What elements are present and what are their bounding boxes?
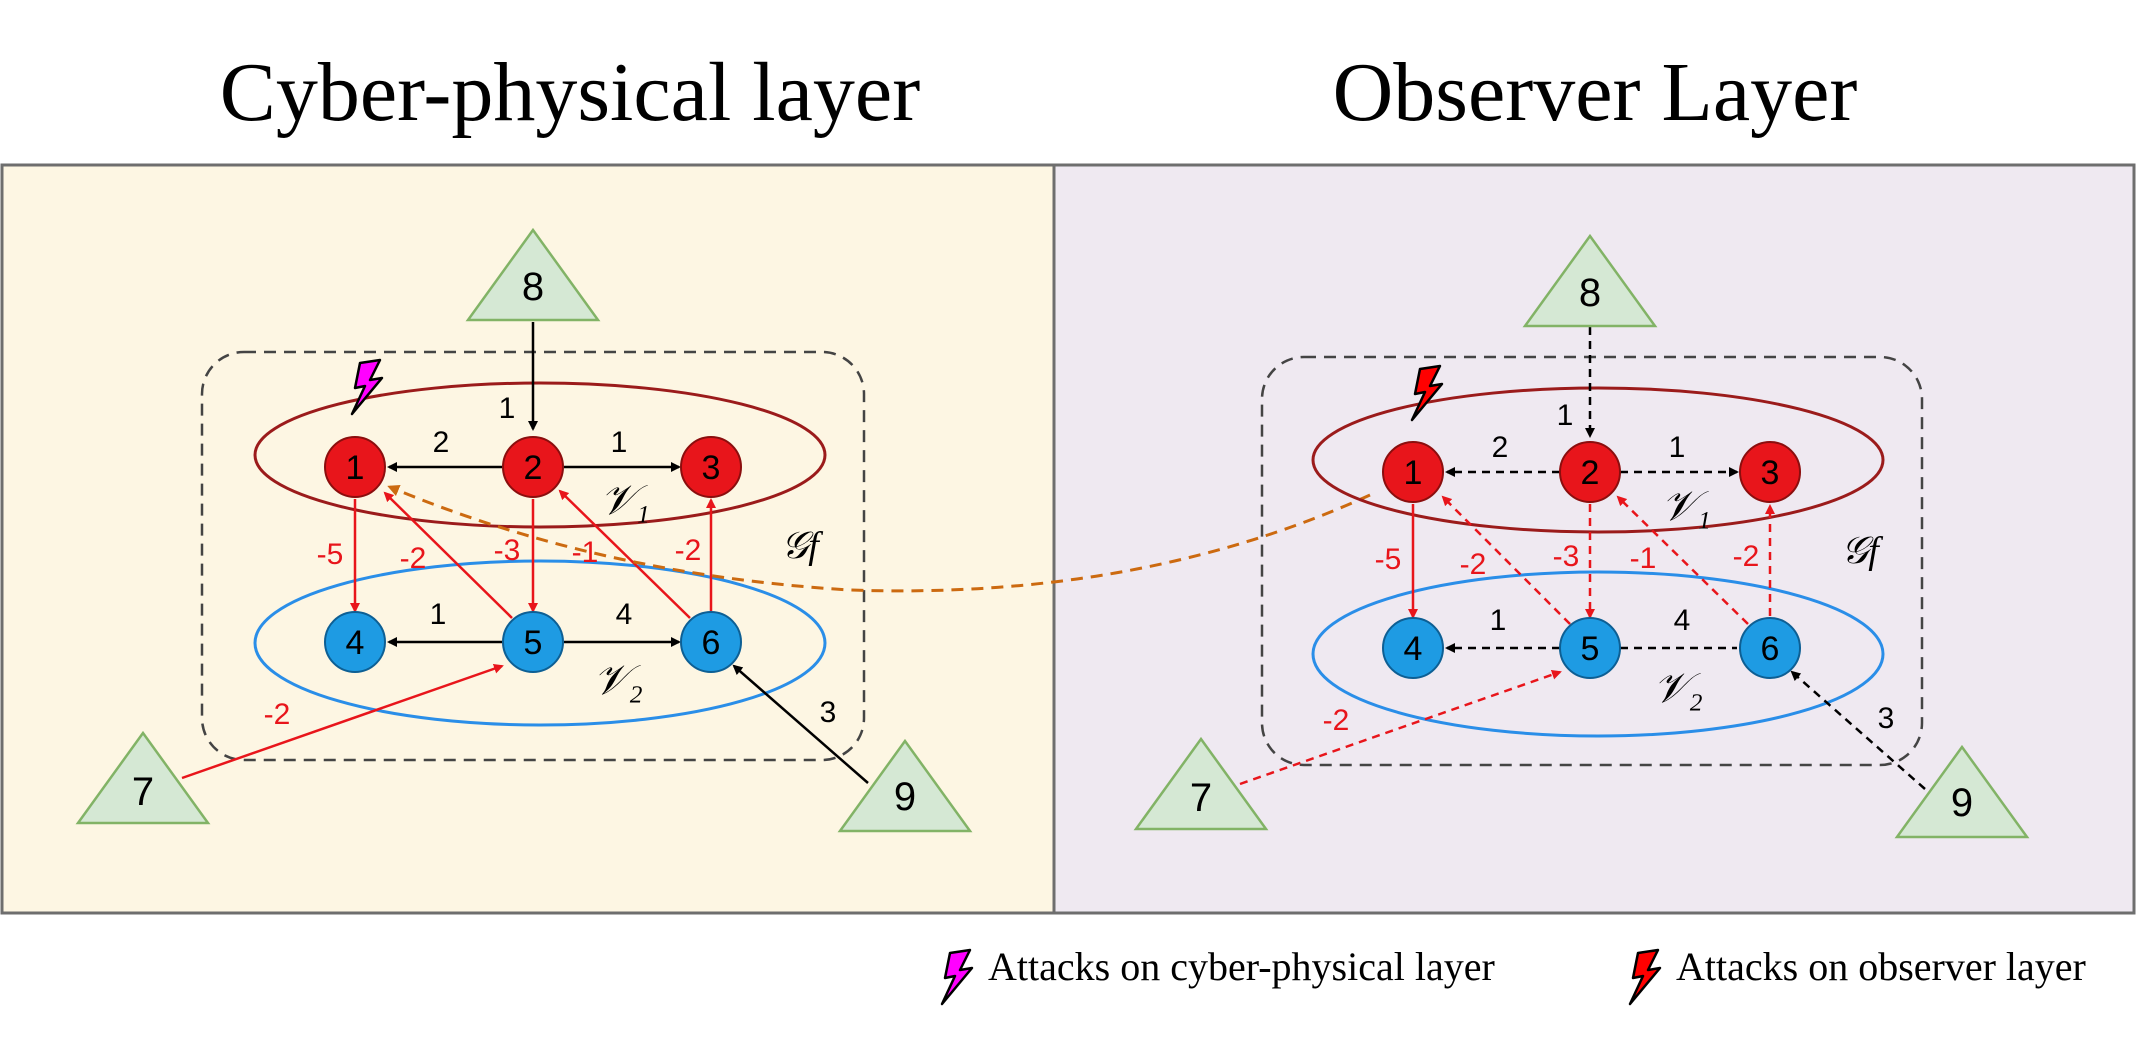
set-gf-right: 𝒢f: [1841, 530, 1883, 572]
node-2-left: 2: [502, 436, 564, 498]
weight-7-5-left: -2: [264, 698, 291, 731]
node-5-left: 5: [502, 611, 564, 673]
node-9-right: 9: [1894, 744, 2030, 839]
v2-ellipse-right: [1311, 570, 1885, 738]
svg-text:2: 2: [1581, 454, 1600, 492]
svg-text:7: 7: [1190, 776, 1212, 820]
svg-text:6: 6: [702, 624, 721, 662]
svg-text:4: 4: [346, 624, 365, 662]
edge-5-1: [383, 491, 513, 619]
set-gf-left: 𝒢f: [781, 525, 823, 567]
svg-text:6: 6: [1761, 630, 1780, 668]
svg-text:1: 1: [346, 449, 365, 487]
node-1-right: 1: [1382, 441, 1444, 503]
title-observer: Observer Layer: [1333, 46, 1858, 139]
edge-5-1-obs: [1441, 495, 1571, 625]
title-cyber-physical: Cyber-physical layer: [220, 46, 920, 139]
v1-ellipse-right: [1311, 386, 1885, 534]
weight-5-4-right: 1: [1490, 604, 1507, 637]
edge-9-6-obs: [1790, 670, 1926, 790]
weight-5-1-right: -2: [1460, 548, 1487, 581]
v1-ellipse-left: [253, 381, 827, 529]
svg-text:3: 3: [1761, 454, 1780, 492]
weight-5-4-left: 1: [430, 598, 447, 631]
edge-6-2: [558, 489, 691, 619]
set-v2-left: 𝒱₂: [593, 658, 643, 704]
svg-text:5: 5: [1581, 630, 1600, 668]
weight-6-2-right: -1: [1630, 542, 1657, 575]
node-6-left: 6: [680, 611, 742, 673]
weight-2-5-right: -3: [1553, 540, 1580, 573]
set-v1-left: 𝒱₁: [600, 478, 650, 524]
weight-6-3-right: -2: [1733, 540, 1760, 573]
legend-observer-label: Attacks on observer layer: [1676, 944, 2086, 989]
svg-text:8: 8: [522, 265, 544, 309]
weight-6-2-left: -1: [572, 536, 599, 569]
node-2-right: 2: [1559, 441, 1621, 503]
legend-cyber-label: Attacks on cyber-physical layer: [988, 944, 1495, 989]
left-graph: 1 2 3 4 5 6 8 7: [75, 227, 973, 833]
edge-9-6: [732, 664, 869, 784]
svg-text:9: 9: [894, 775, 916, 819]
weight-2-1-left: 2: [433, 426, 450, 459]
right-graph: 1 2 3 4 5 6 8 7: [1133, 233, 2030, 839]
node-8-left: 8: [465, 227, 601, 322]
weight-6-3-left: -2: [675, 534, 702, 567]
node-4-right: 4: [1382, 617, 1444, 679]
edge-7-5: [181, 663, 504, 780]
node-6-right: 6: [1739, 617, 1801, 679]
node-9-left: 9: [837, 738, 973, 833]
weight-9-6-right: 3: [1878, 702, 1895, 735]
weight-8-2-right: 1: [1557, 399, 1574, 432]
weight-1-4-right: -5: [1375, 543, 1402, 576]
svg-text:9: 9: [1951, 781, 1973, 825]
set-v1-right: 𝒱₁: [1661, 484, 1711, 530]
svg-text:8: 8: [1579, 271, 1601, 315]
node-7-right: 7: [1133, 736, 1269, 831]
svg-text:5: 5: [524, 624, 543, 662]
svg-text:3: 3: [702, 449, 721, 487]
edge-6-2-obs: [1616, 495, 1749, 625]
lightning-observer-icon: [1410, 364, 1444, 422]
svg-text:4: 4: [1404, 630, 1423, 668]
node-1-left: 1: [324, 436, 386, 498]
svg-text:1: 1: [1404, 454, 1423, 492]
v2-ellipse-left: [253, 559, 827, 727]
legend-observer-icon: [1628, 948, 1662, 1006]
edge-7-5-obs: [1239, 669, 1562, 786]
weight-8-2-left: 1: [499, 392, 516, 425]
weight-1-4-left: -5: [317, 538, 344, 571]
set-v2-right: 𝒱₂: [1653, 666, 1703, 712]
lightning-cyber-icon: [350, 358, 384, 416]
weight-2-3-left: 1: [611, 426, 628, 459]
legend-cyber-icon: [940, 948, 974, 1006]
weight-7-5-right: -2: [1323, 704, 1350, 737]
gf-boundary-right: [1260, 355, 1924, 767]
weight-5-6-left: 4: [616, 598, 633, 631]
weight-2-1-right: 2: [1492, 431, 1509, 464]
node-5-right: 5: [1559, 617, 1621, 679]
svg-text:7: 7: [132, 770, 154, 814]
node-8-right: 8: [1522, 233, 1658, 328]
node-7-left: 7: [75, 730, 211, 825]
node-3-right: 3: [1739, 441, 1801, 503]
weight-2-3-right: 1: [1669, 431, 1686, 464]
svg-text:2: 2: [524, 449, 543, 487]
weight-2-5-left: -3: [494, 534, 521, 567]
node-4-left: 4: [324, 611, 386, 673]
legend: Attacks on cyber-physical layer Attacks …: [940, 944, 2086, 1006]
weight-9-6-left: 3: [820, 696, 837, 729]
weight-5-6-right: 4: [1674, 604, 1691, 637]
weight-5-1-left: -2: [400, 542, 427, 575]
node-3-left: 3: [680, 436, 742, 498]
